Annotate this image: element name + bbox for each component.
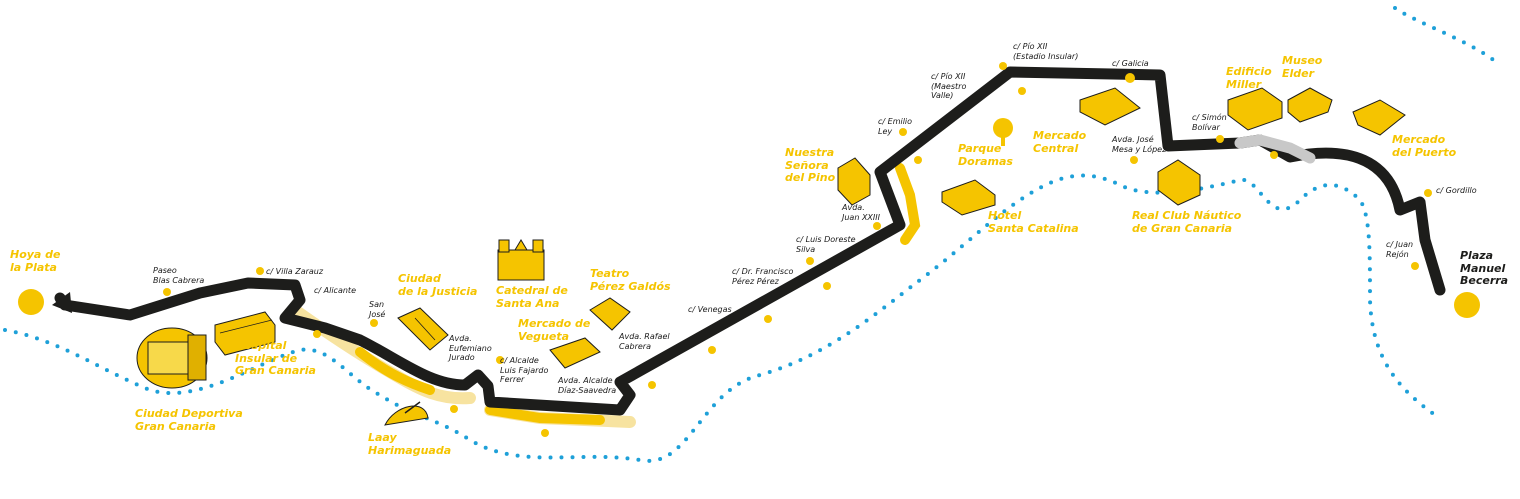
- stop-label-juan-xxiii: Avda. Juan XXIII: [842, 203, 880, 222]
- landmark-mercado-puerto: Mercado del Puerto: [1392, 133, 1457, 159]
- stop-label-perez-perez: c/ Dr. Francisco Pérez Pérez: [732, 267, 794, 286]
- terminal-hoya-de-la-plata[interactable]: [18, 289, 44, 315]
- catedral-icon: [497, 239, 545, 281]
- stop-simon-bolivar[interactable]: [1216, 135, 1224, 143]
- landmark-museo-elder: Museo Elder: [1282, 54, 1323, 80]
- stop-emilio-ley[interactable]: [899, 128, 907, 136]
- ciudad-deportiva-icon: [136, 327, 208, 389]
- stop-rafael-cabrera[interactable]: [648, 381, 656, 389]
- landmark-real-club-nautico: Real Club Náutico de Gran Canaria: [1132, 209, 1242, 235]
- landmark-teatro: Teatro Pérez Galdós: [590, 267, 671, 293]
- stop-eufemiano-jurado[interactable]: [450, 405, 458, 413]
- stop-label-emilio-ley: c/ Emilio Ley: [878, 117, 913, 136]
- main-route: [54, 66, 1446, 416]
- stop-label-rafael-cabrera: Avda. Rafael Cabrera: [619, 332, 670, 351]
- stop-doreste-silva[interactable]: [806, 257, 814, 265]
- nuestra-senora-icon: [837, 157, 871, 206]
- hotel-santa-catalina-icon: [941, 179, 996, 216]
- stop-alicante[interactable]: [313, 330, 321, 338]
- stop-label-pio-xii-estadio: c/ Pío XII (Estadio Insular): [1013, 42, 1079, 61]
- stop-label-eufemiano-jurado: Avda. Eufemiano Jurado: [449, 334, 492, 362]
- edificio-miller-icon: [1227, 87, 1283, 131]
- landmark-nuestra-senora: Nuestra Señora del Pino: [785, 146, 836, 184]
- stop-label-villa-zarauz: c/ Villa Zarauz: [266, 267, 324, 276]
- terminal-plaza-manuel-becerra[interactable]: [1454, 292, 1480, 318]
- stop-simon-bolivar-2[interactable]: [1270, 151, 1278, 159]
- landmark-catedral: Catedral de Santa Ana: [496, 284, 568, 310]
- museo-elder-icon: [1287, 87, 1333, 123]
- landmark-ciudad-deportiva: Ciudad Deportiva Gran Canaria: [135, 407, 243, 433]
- stop-perez-perez[interactable]: [764, 315, 772, 323]
- coastline-north: [1393, 6, 1502, 67]
- stop-label-juan-rejon: c/ Juan Rejón: [1386, 240, 1414, 259]
- stop-venegas[interactable]: [708, 346, 716, 354]
- stop-label-simon-bolivar: c/ Simón Bolívar: [1192, 113, 1227, 132]
- stop-label-galicia: c/ Galicia: [1112, 59, 1149, 68]
- stop-pio-xii-maestro-valle[interactable]: [1018, 87, 1026, 95]
- stop-label-paseo-blas-cabrera: Paseo Blas Cabrera: [153, 266, 205, 285]
- stop-diaz-saavedra[interactable]: [541, 429, 549, 437]
- landmark-laay-harimaguada: Laay Harimaguada: [368, 431, 452, 457]
- coastline: [3, 173, 1437, 463]
- stop-label-luis-fajardo-ferrer: c/ Alcalde Luis Fajardo Ferrer: [500, 356, 549, 384]
- stop-gordillo[interactable]: [1424, 189, 1432, 197]
- hospital-insular-icon: [214, 311, 276, 356]
- stop-villa-zarauz[interactable]: [256, 267, 264, 275]
- stop-label-alicante: c/ Alicante: [314, 286, 356, 295]
- stop-juan-xxiii[interactable]: [823, 282, 831, 290]
- stop-label-venegas: c/ Venegas: [688, 305, 732, 314]
- landmark-mercado-vegueta: Mercado de Vegueta: [518, 317, 591, 343]
- stop-san-jose[interactable]: [370, 319, 378, 327]
- alt-route-yellow-bottom-main: [485, 405, 605, 425]
- landmark-hotel-santa-catalina: Hotel Santa Catalina: [988, 209, 1079, 235]
- stop-paseo-blas-cabrera[interactable]: [163, 288, 171, 296]
- landmark-mercado-central: Mercado Central: [1033, 129, 1087, 155]
- landmark-hospital-insular: Hospital Insular de Gran Canaria: [235, 339, 316, 377]
- ciudad-justicia-icon: [397, 307, 449, 351]
- alt-route-yellow-pino: [895, 163, 921, 245]
- mercado-vegueta-icon: [549, 337, 601, 369]
- real-club-nautico-icon: [1157, 159, 1201, 206]
- stop-galicia[interactable]: [1125, 73, 1135, 83]
- stop-emilio-ley-lower[interactable]: [914, 156, 922, 164]
- teatro-icon: [589, 297, 631, 331]
- stop-label-doreste-silva: c/ Luis Doreste Silva: [796, 235, 856, 254]
- terminal-label-end: Plaza Manuel Becerra: [1460, 249, 1509, 287]
- route-start-arrow: [52, 292, 72, 313]
- stop-luis-fajardo-ferrer[interactable]: [496, 356, 504, 364]
- stop-pio-xii-estadio[interactable]: [999, 62, 1007, 70]
- mercado-puerto-icon: [1352, 99, 1406, 136]
- landmark-ciudad-justicia: Ciudad de la Justicia: [398, 272, 478, 298]
- stop-juan-xxiii-upper[interactable]: [873, 222, 881, 230]
- tree-icon: [993, 118, 1013, 146]
- mercado-central-icon: [1079, 87, 1141, 126]
- stop-label-mesa-y-lopez: Avda. José Mesa y López: [1112, 135, 1167, 154]
- landmark-edificio-miller: Edificio Miller: [1226, 65, 1272, 91]
- stop-label-diaz-saavedra: Avda. Alcalde Díaz-Saavedra: [558, 376, 617, 395]
- alt-route-grey: [1234, 134, 1316, 164]
- stop-label-san-jose: San José: [369, 300, 386, 319]
- stop-label-pio-xii-maestro-valle: c/ Pío XII (Maestro Valle): [931, 72, 967, 100]
- stop-mesa-y-lopez[interactable]: [1130, 156, 1138, 164]
- stop-juan-rejon[interactable]: [1411, 262, 1419, 270]
- alt-route-yellow-main: [355, 347, 435, 395]
- laay-harimaguada-icon: [384, 401, 429, 426]
- landmark-parque-doramas: Parque Doramas: [958, 142, 1013, 168]
- stop-label-gordillo: c/ Gordillo: [1436, 186, 1477, 195]
- terminal-label-start: Hoya de la Plata: [10, 248, 61, 274]
